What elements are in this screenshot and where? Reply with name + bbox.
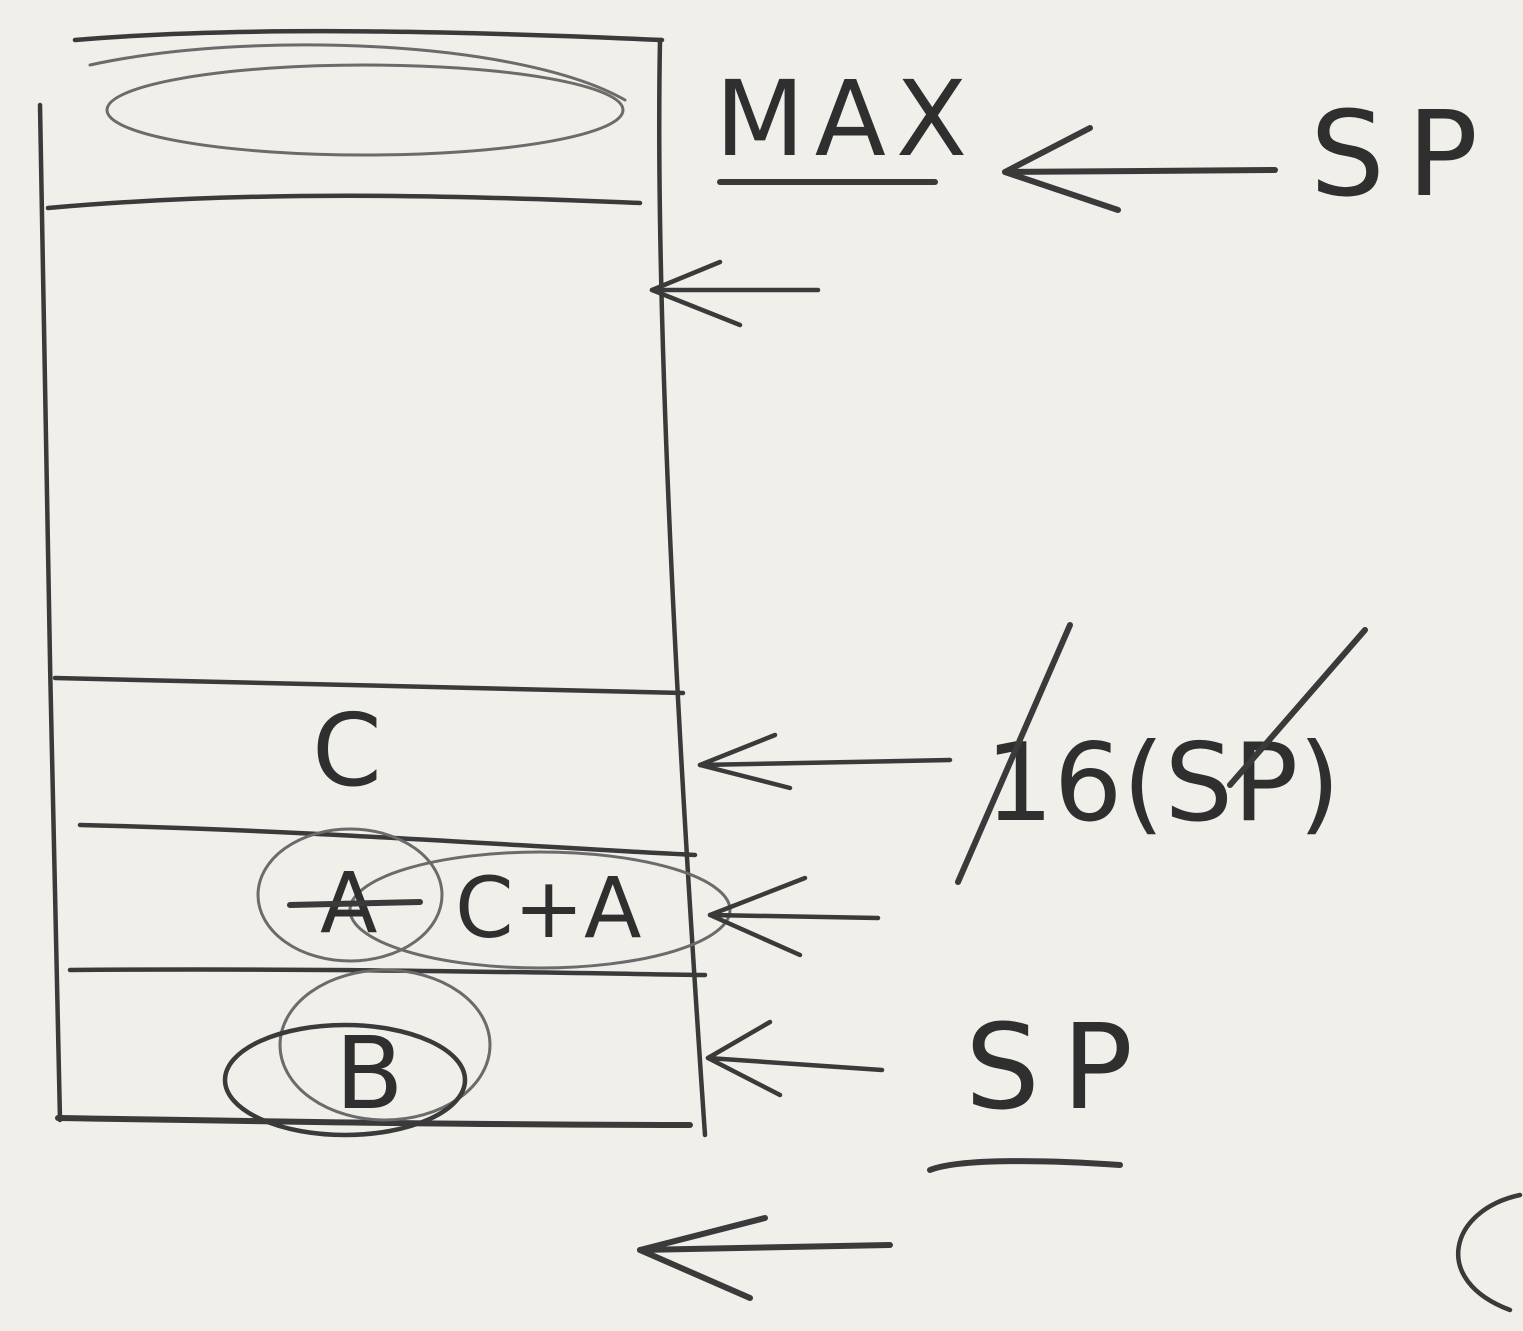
offset-strike-1 [955, 622, 1073, 885]
top-cell-oval [88, 43, 627, 157]
top-sp-arrow-shaft [1002, 167, 1278, 175]
bottom-sp-arrow-shaft [705, 1055, 885, 1073]
cell-a-arrow-shaft [707, 912, 881, 921]
circle-c-plus-a [348, 850, 732, 970]
bottom-sp-underline [927, 1158, 1123, 1173]
cell-a-arrow-head [707, 875, 808, 958]
bottom-sp-label: SP [965, 998, 1155, 1136]
free-region-arrow-head [649, 259, 743, 328]
stack-bottom-edge [55, 1115, 693, 1128]
oval-swirl [88, 43, 627, 102]
cell-a-group: A C+A [256, 827, 732, 970]
cell-c-plus-a-label: C+A [455, 859, 642, 957]
divider-c-top [52, 675, 686, 696]
partial-paren-mark [1455, 1192, 1523, 1313]
offset-arrow-head [697, 732, 793, 791]
cell-a-arrow [707, 875, 881, 958]
bottom-sp-arrow-head [705, 1019, 783, 1098]
free-region-arrow [649, 259, 821, 328]
divider-max [45, 193, 643, 211]
top-sp-label: SP [1310, 85, 1500, 223]
stack-left-wall [37, 102, 63, 1123]
circle-b-inner [278, 968, 492, 1122]
cell-a-strike [287, 899, 423, 908]
oval-outer [105, 63, 625, 157]
max-label: MAX [715, 58, 977, 180]
divider-a-top [77, 822, 698, 858]
circle-b-outer [222, 1022, 468, 1138]
lowest-arrow-head [637, 1215, 768, 1301]
lowest-arrow-shaft [637, 1242, 893, 1253]
offset-arrow: 16(SP) [697, 622, 1368, 885]
stack-right-wall [656, 37, 708, 1138]
cell-b-label: B [335, 1015, 404, 1132]
max-label-group: MAX [715, 58, 977, 185]
top-sp-arrow-head [1002, 125, 1121, 213]
stack-top-edge [72, 28, 665, 43]
circle-a [256, 827, 444, 963]
lowest-arrow [637, 1215, 893, 1301]
cell-b-group: B [222, 968, 492, 1138]
offset-strike-2 [1227, 627, 1368, 788]
bottom-sp-arrow: SP [705, 998, 1155, 1173]
offset-label: 16(SP) [985, 721, 1340, 846]
cell-c-label: C [312, 692, 382, 809]
offset-arrow-shaft [697, 757, 953, 768]
top-sp-arrow: SP [1002, 85, 1500, 223]
